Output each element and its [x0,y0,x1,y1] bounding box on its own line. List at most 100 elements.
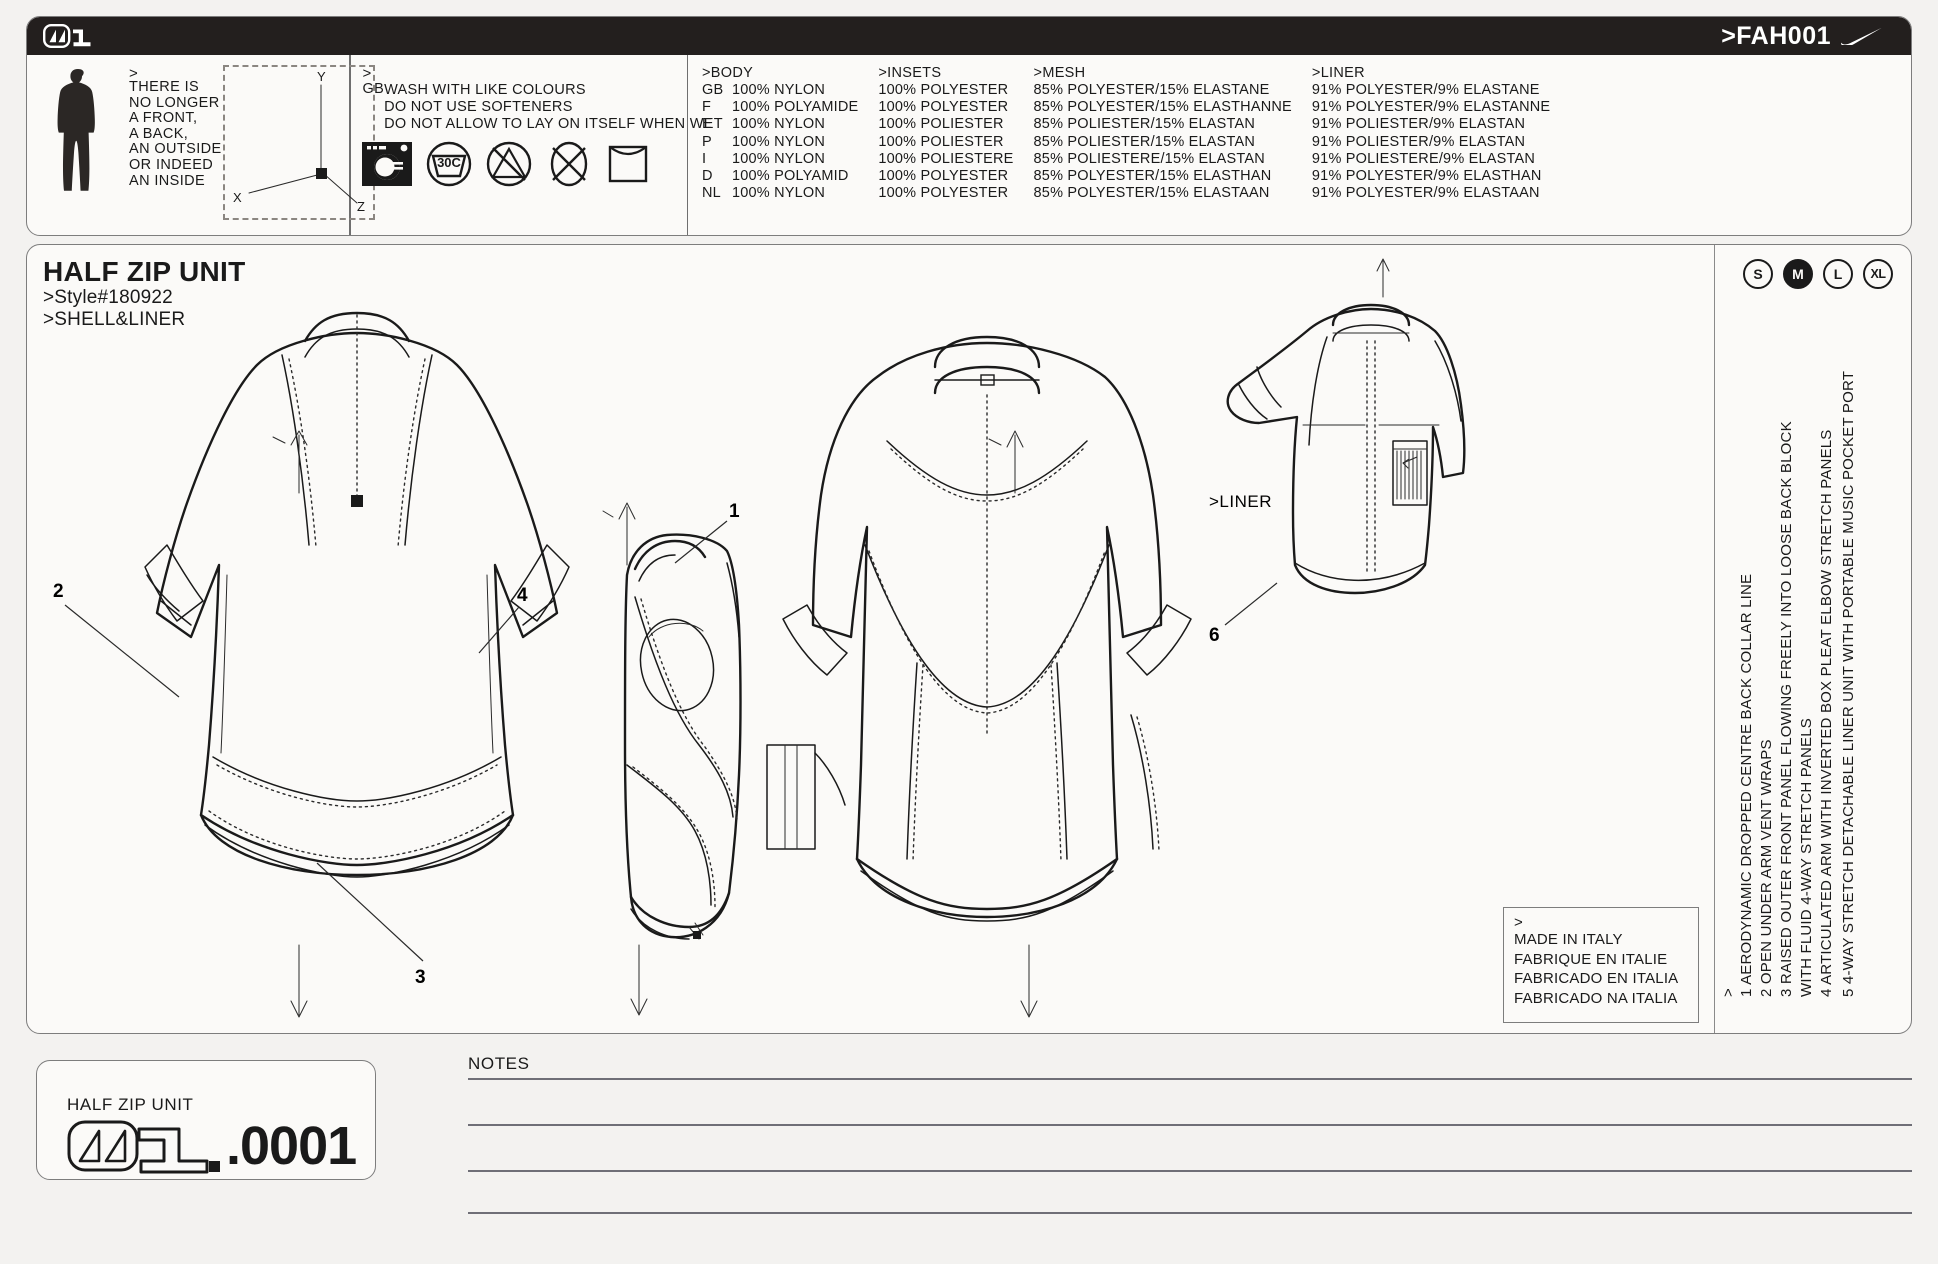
table-row: 91% POLYESTER/9% ELASTANNE [1312,99,1550,116]
feature-item: WITH FLUID 4-WAY STRETCH PANELS [1798,717,1815,997]
callout-3: 3 [415,967,426,988]
garment-front-view: 2 4 3 [53,311,570,1018]
row-value: 91% POLYESTER/9% ELASTANNE [1311,99,1551,116]
callout-2: 2 [53,581,64,602]
row-value: 85% POLIESTER/15% ELASTAN [1033,133,1256,150]
do-not-bleach-icon [486,141,531,187]
divider [1713,245,1715,1033]
column-header: >BODY [702,65,754,81]
header-code-group: >FAH001 [1721,22,1911,51]
manifesto-line: A BACK, [129,125,189,142]
manifesto-line: AN OUTSIDE [129,141,222,158]
row-value: 91% POLYESTER/9% ELASTANE [1311,82,1540,98]
callout-1: 1 [729,501,740,522]
care-lang-column: > GB [362,66,385,133]
main-drawing-panel: HALF ZIP UNIT >Style#180922 >SHELL&LINER… [26,244,1912,1034]
fabric-column-mesh: >MESH 85% POLYESTER/15% ELASTANE 85% POL… [1032,65,1310,235]
table-row: 85% POLYESTER/15% ELASTANE [1034,82,1292,99]
notes-rule [468,1170,1912,1172]
table-row: 100% POLYESTER [878,99,1013,116]
feature-prefix: > [1720,988,1737,997]
row-value: 91% POLIESTERE/9% ELASTAN [1311,150,1536,167]
manifesto-line: AN INSIDE [129,172,206,189]
care-lang: GB [362,81,385,97]
divider [349,55,351,235]
table-row: 91% POLYESTER/9% ELASTANE [1312,82,1550,99]
column-header: >LINER [1311,65,1365,81]
axis-label-y: Y [317,69,326,84]
liner-label: >LINER [1209,492,1272,511]
feature-item: 3 RAISED OUTER FRONT PANEL FLOWING FREEL… [1778,421,1795,997]
row-value: 91% POLIESTER/9% ELASTAN [1311,116,1526,133]
row-value: 100% POLYAMID [732,168,849,185]
axis-label-x: X [233,190,242,205]
table-row: NL 100% NYLON [702,185,858,202]
row-lang: GB [702,82,724,98]
size-range: S M L XL [1743,259,1893,289]
style-code: >FAH001 [1721,21,1831,50]
table-row: 85% POLIESTER/15% ELASTAN [1034,116,1292,133]
row-value: 85% POLYESTER/15% ELASTHANNE [1033,99,1292,116]
row-value: 100% POLIESTER [878,116,1004,133]
manifesto-line: A FRONT, [129,110,198,127]
row-value: 100% NYLON [732,150,826,167]
do-not-tumble-dry-icon [550,141,587,187]
made-in-box: > MADE IN ITALY FABRIQUE EN ITALIE FABRI… [1503,907,1699,1023]
row-value: 100% NYLON [732,116,826,133]
row-value: 85% POLYESTER/15% ELASTHAN [1033,168,1272,185]
header-bar: >FAH001 [27,17,1911,55]
svg-text:30C: 30C [437,155,461,170]
header-logo-mark [27,24,95,48]
row-value: 85% POLIESTERE/15% ELASTAN [1033,150,1265,167]
garment-technical-drawings: 2 4 3 [53,258,1466,1018]
garment-side-view: 1 [602,501,742,1016]
garment-liner-view: >LINER 6 [1209,258,1466,646]
column-header: >MESH [1033,65,1086,81]
title-block: HALF ZIP UNIT >Style#180922 >SHELL&LINER [43,257,245,331]
notes-section[interactable]: NOTES [468,1052,1912,1214]
row-lang: NL [702,185,721,202]
feature-item: 4 ARTICULATED ARM WITH INVERTED BOX PLEA… [1818,429,1835,997]
zip-pull-icon [351,495,363,507]
row-value: 85% POLYESTER/15% ELASTAAN [1033,185,1270,202]
table-row: D 100% POLYAMID [702,168,858,185]
logo-01-icon [43,24,91,48]
size-badge-s[interactable]: S [1743,259,1773,289]
feature-list: > 1 AERODYNAMIC DROPPED CENTRE BACK COLL… [1720,341,1905,1001]
row-lang: D [702,168,713,185]
style-number: >Style#180922 [43,287,173,308]
care-line: WASH WITH LIKE COLOURS [384,82,586,98]
care-line: DO NOT USE SOFTENERS [384,99,573,115]
table-row: 100% POLYESTER [878,185,1013,202]
row-value: 100% POLYESTER [878,185,1009,202]
feature-item: 1 AERODYNAMIC DROPPED CENTRE BACK COLLAR… [1738,573,1755,997]
row-value: 85% POLIESTER/15% ELASTAN [1033,116,1256,133]
size-badge-m[interactable]: M [1783,259,1813,289]
header-body: > THERE IS NO LONGER A FRONT, A BACK, AN… [27,55,1911,235]
axis-label-z: Z [357,199,365,214]
row-value: 100% NYLON [732,185,826,202]
table-row: 100% POLYESTER [878,168,1013,185]
table-row: 85% POLIESTER/15% ELASTAN [1034,134,1292,151]
document-number: .0001 [226,1116,357,1176]
table-row: 85% POLIESTERE/15% ELASTAN [1034,151,1292,168]
notes-rule [468,1212,1912,1214]
size-badge-xl[interactable]: XL [1863,259,1893,289]
made-in-line: MADE IN ITALY [1514,931,1623,948]
callout-6: 6 [1209,625,1220,646]
logo-01-icon [67,1120,220,1174]
made-in-line: FABRIQUE EN ITALIE [1514,950,1668,968]
size-badge-l[interactable]: L [1823,259,1853,289]
table-row: 100% POLIESTER [878,116,1013,133]
document-number-block: .0001 [67,1117,375,1175]
table-row: 100% POLIESTER [878,134,1013,151]
manifesto-line: NO LONGER [129,94,220,111]
notes-rule [468,1124,1912,1126]
row-value: 100% POLYESTER [878,168,1009,185]
fabric-column-liner: >LINER 91% POLYESTER/9% ELASTANE 91% POL… [1310,65,1568,235]
manifesto-text: > THERE IS NO LONGER A FRONT, A BACK, AN… [129,66,222,189]
